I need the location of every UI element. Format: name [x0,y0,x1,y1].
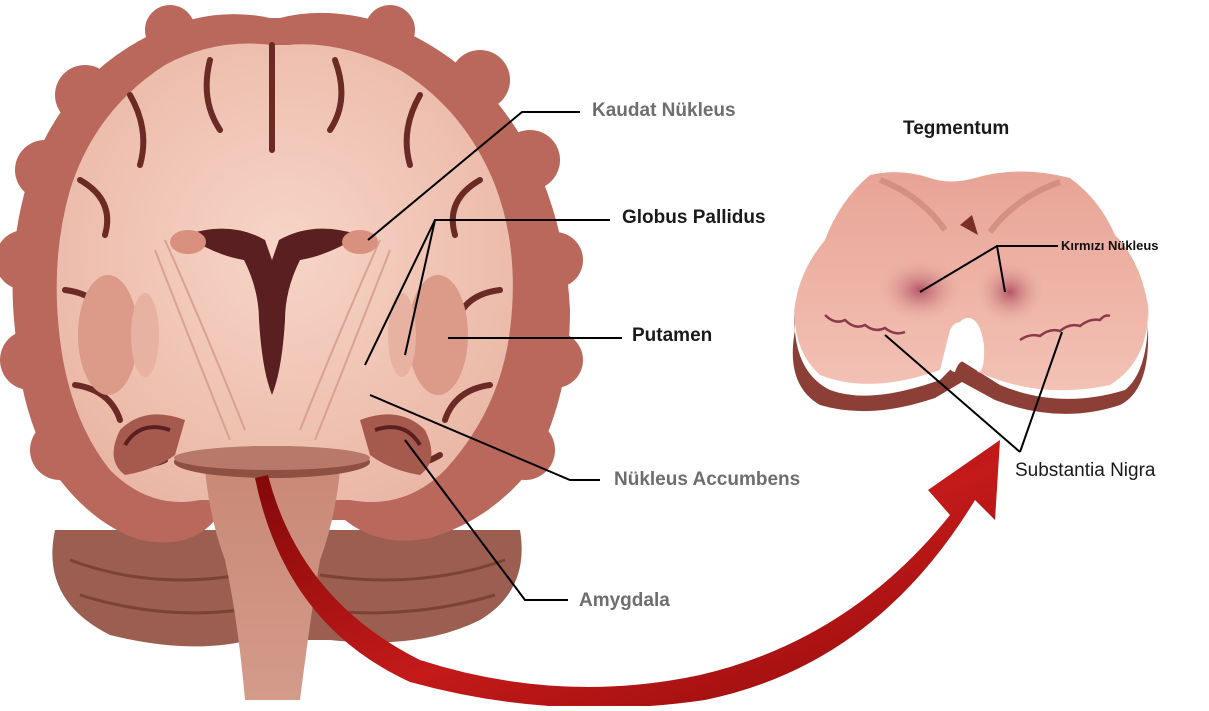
putamen-region [408,275,468,395]
globus-pallidus-region [388,293,416,377]
brain-coronal-section [0,5,583,700]
label-globus-pallidus: Globus Pallidus [622,207,766,229]
label-nucleus-accumbens: Nükleus Accumbens [614,469,800,491]
caudate-region [342,230,378,254]
label-caudate-nucleus: Kaudat Nükleus [592,100,736,122]
red-nucleus-left [878,258,962,322]
tegmentum-section [793,172,1148,414]
label-putamen: Putamen [632,325,712,347]
red-nucleus-right [976,260,1044,324]
label-substantia-nigra: Substantia Nigra [1015,460,1155,482]
label-red-nucleus: Kırmızı Nükleus [1061,238,1159,253]
label-amygdala: Amygdala [579,590,670,612]
label-tegmentum-title: Tegmentum [903,118,1009,140]
